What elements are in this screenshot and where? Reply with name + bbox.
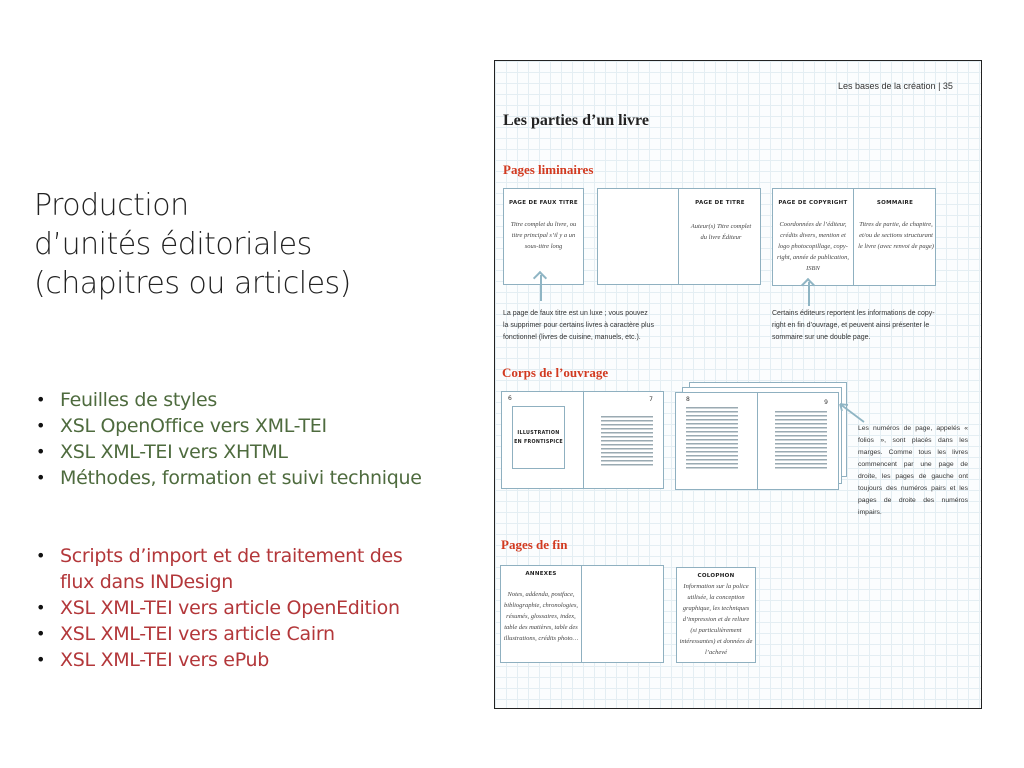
list-item: XSL XML-TEI vers article OpenEdition <box>36 595 436 621</box>
green-bullet-list: Feuilles de styles XSL OpenOffice vers X… <box>36 387 422 491</box>
caption: Les numéros de page, appelés « folios »,… <box>858 425 968 516</box>
list-item: XSL XML-TEI vers XHTML <box>36 439 422 465</box>
caption: La page de faux titre est un luxe ; vous… <box>503 310 654 341</box>
section-heading: Pages de fin <box>501 537 568 552</box>
box-label: PAGE DE TITRE <box>695 200 745 206</box>
scan-title: Les parties d’un livre <box>503 112 649 129</box>
arrow-up-icon <box>540 275 542 301</box>
box-text: Titre complet du livre, ou titre princip… <box>510 221 577 250</box>
folio: 8 <box>686 396 690 403</box>
arrow-up-icon <box>808 282 810 306</box>
copyright-spread: PAGE DE COPYRIGHT Coordonnées de l’édite… <box>772 188 936 286</box>
folio: 6 <box>508 395 512 402</box>
section-heading: Pages liminaires <box>503 162 594 177</box>
red-bullet-list: Scripts d’import et de traitement des fl… <box>36 543 436 673</box>
box-text: Information sur la police utilisée, la c… <box>679 583 753 656</box>
colophon-page: COLOPHON Information sur la police utili… <box>676 567 756 663</box>
text-lines <box>601 416 653 468</box>
illustration-box: ILLUSTRATION EN FRONTISPICE <box>512 406 565 469</box>
title-line: (chapitres ou articles) <box>34 266 351 301</box>
list-item: Scripts d’import et de traitement des fl… <box>36 543 436 595</box>
list-item: XSL OpenOffice vers XML-TEI <box>36 413 422 439</box>
annexes-spread: ANNEXES Notes, addenda, postface, biblio… <box>500 565 664 663</box>
running-head: Les bases de la création | 35 <box>838 81 953 91</box>
folio: 9 <box>824 399 828 406</box>
title-line: d’unités éditoriales <box>34 227 312 262</box>
caption: Certains éditeurs reportent les informat… <box>772 310 935 341</box>
folio: 7 <box>649 396 653 403</box>
arrow-pointer-icon <box>839 403 865 423</box>
text-lines <box>775 411 827 469</box>
box-text: Coordonnées de l’éditeur, crédits divers… <box>776 221 850 272</box>
faux-titre-page: PAGE DE FAUX TITRE Titre complet du livr… <box>503 188 584 285</box>
spread-6-7: 6 7 ILLUSTRATION EN FRONTISPICE <box>501 391 664 489</box>
box-label: PAGE DE COPYRIGHT <box>778 200 848 206</box>
list-item: Méthodes, formation et suivi technique <box>36 465 422 491</box>
box-label: COLOPHON <box>697 573 735 579</box>
list-item: Feuilles de styles <box>36 387 422 413</box>
slide-title: Production d’unités éditoriales (chapitr… <box>34 186 351 303</box>
box-label: SOMMAIRE <box>876 200 914 206</box>
box-label: ANNEXES <box>525 571 557 577</box>
title-line: Production <box>34 188 189 223</box>
box-label: PAGE DE FAUX TITRE <box>509 200 578 206</box>
list-item: XSL XML-TEI vers ePub <box>36 647 436 673</box>
box-text: Auteur(s) Titre complet du livre Éditeur <box>690 223 752 241</box>
box-text: Notes, addenda, postface, bibliographie,… <box>503 591 579 642</box>
titre-spread: PAGE DE TITRE Auteur(s) Titre complet du… <box>597 188 761 285</box>
box-label: ILLUSTRATION EN FRONTISPICE <box>514 431 563 445</box>
box-text: Titres de partie, de chapitre, et/ou de … <box>858 221 934 250</box>
list-item: XSL XML-TEI vers article Cairn <box>36 621 436 647</box>
section-heading: Corps de l’ouvrage <box>502 365 609 380</box>
spread-8-9: 8 9 <box>675 392 839 490</box>
text-lines <box>686 407 738 469</box>
